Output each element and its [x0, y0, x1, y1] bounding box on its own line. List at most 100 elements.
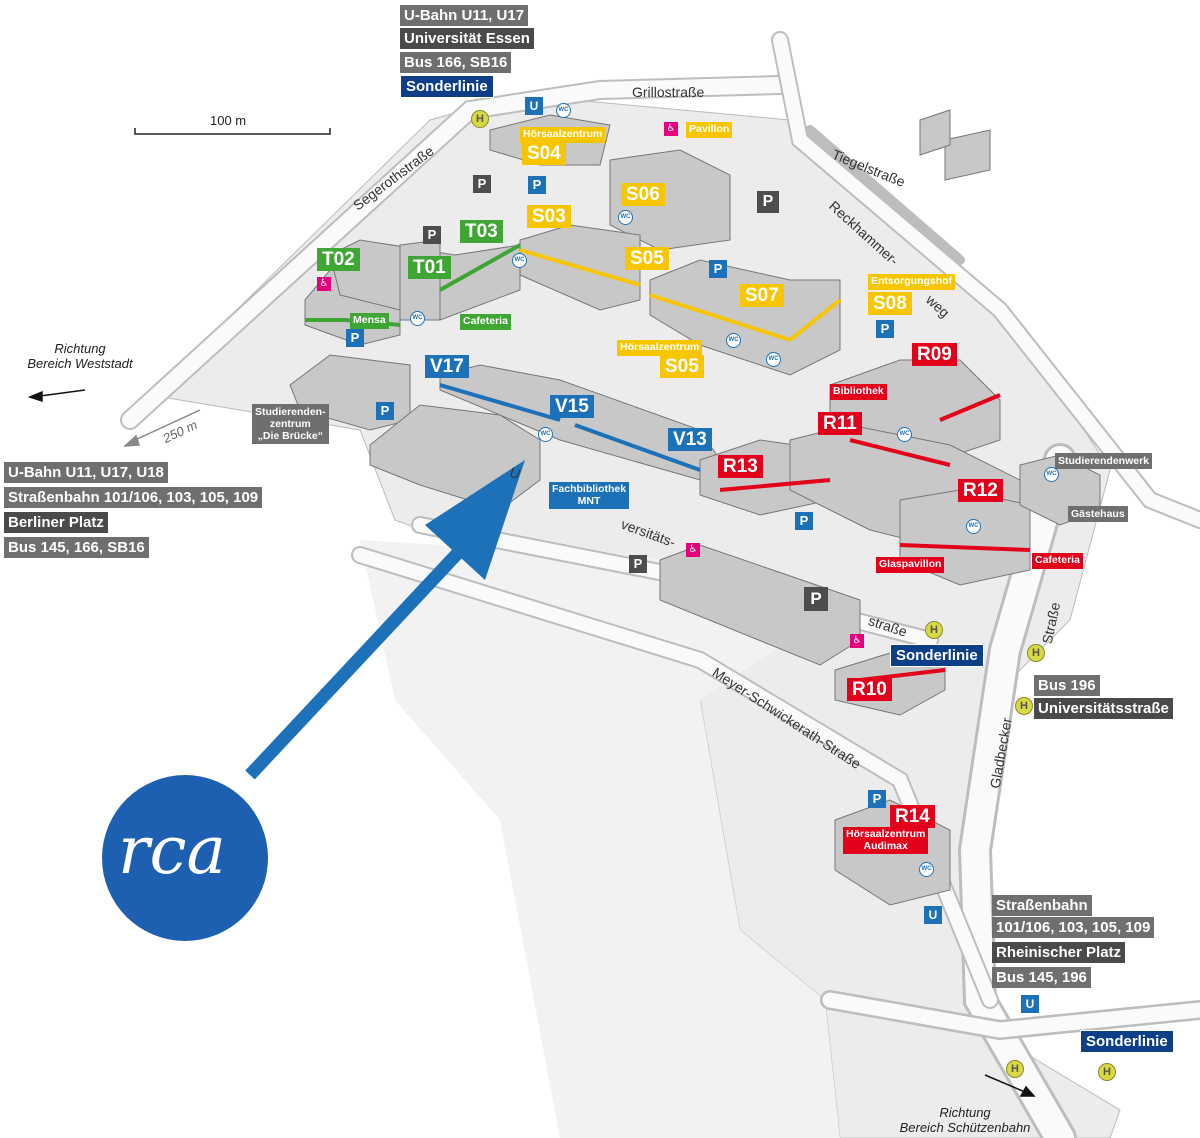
transit-br-sonderlinie: Sonderlinie: [1080, 1030, 1174, 1053]
wc-icon: WC: [556, 103, 571, 118]
transit-br-station: Rheinischer Platz: [992, 942, 1126, 963]
direction-schuetzenbahn-line2: Bereich Schützenbahn: [899, 1119, 1031, 1135]
transit-midright-sonderlinie: Sonderlinie: [890, 644, 984, 667]
label-mensa: Mensa: [350, 313, 389, 329]
accessible-wc-icon: ♿: [664, 122, 678, 136]
bus-stop-icon: H: [471, 110, 489, 128]
accessible-parking-icon: P: [376, 402, 394, 420]
accessible-wc-icon: ♿: [686, 543, 700, 557]
transit-br-tram-2: 101/106, 103, 105, 109: [992, 917, 1155, 938]
accessible-parking-icon: P: [876, 320, 894, 338]
accessible-wc-icon: ♿: [317, 277, 331, 291]
rca-logo-text: rca: [118, 812, 226, 889]
label-bibliothek: Bibliothek: [830, 384, 887, 400]
accessible-parking-icon: P: [868, 790, 886, 808]
accessible-parking-icon: P: [346, 329, 364, 347]
wc-icon: WC: [512, 253, 527, 268]
ubahn-icon: U: [1021, 995, 1039, 1013]
transit-midright-station: Universitätsstraße: [1034, 698, 1173, 719]
direction-schuetzenbahn: Richtung Bereich Schützenbahn: [870, 1105, 1060, 1136]
bus-stop-icon: H: [1006, 1060, 1024, 1078]
wc-icon: WC: [966, 519, 981, 534]
building-r10: R10: [847, 678, 892, 701]
building-s06: S06: [621, 183, 665, 206]
direction-schuetzenbahn-line1: Richtung: [939, 1105, 991, 1120]
building-s08: S08: [868, 292, 912, 315]
building-r09: R09: [912, 343, 957, 366]
location-arrow: [245, 460, 525, 780]
label-hoersaalzentrum-s05: Hörsaalzentrum: [617, 340, 703, 356]
label-die-bruecke-line2: zentrum: [269, 418, 311, 431]
wc-icon: WC: [919, 862, 934, 877]
bus-stop-icon: H: [1027, 644, 1045, 662]
building-s03: S03: [527, 205, 571, 228]
transit-left-station: Berliner Platz: [4, 512, 108, 533]
label-cafeteria-t: Cafeteria: [460, 314, 511, 330]
building-s04: S04: [522, 142, 566, 165]
wc-icon: WC: [618, 210, 633, 225]
transit-left-ubahn: U-Bahn U11, U17, U18: [4, 462, 168, 483]
label-entsorgungshof: Entsorgungshof: [868, 274, 956, 290]
lower-area: [360, 540, 840, 1138]
building-r11: R11: [818, 412, 862, 435]
rca-logo: [102, 775, 268, 941]
ubahn-icon: U: [924, 906, 942, 924]
transit-top-sonderlinie: Sonderlinie: [400, 75, 494, 98]
building-s07: S07: [740, 284, 784, 307]
wc-icon: WC: [897, 427, 912, 442]
label-fachbibliothek-line2: MNT: [577, 494, 601, 507]
direction-weststadt-line1: Richtung: [54, 341, 106, 356]
building-t02: T02: [317, 248, 360, 271]
bus-stop-icon: H: [925, 621, 943, 639]
transit-br-bus: Bus 145, 196: [992, 967, 1091, 988]
parking-icon: P: [423, 226, 441, 244]
parking-icon: P: [629, 555, 647, 573]
building-s05-bottom: S05: [660, 355, 704, 378]
label-die-bruecke-line1: Studierenden-: [255, 406, 326, 418]
building-r12: R12: [958, 479, 1003, 502]
label-fachbibliothek-line1: Fachbibliothek: [552, 483, 627, 495]
transit-left-bus: Bus 145, 166, SB16: [4, 537, 149, 558]
building-t01: T01: [408, 256, 451, 279]
label-audimax-line1: Hörsaalzentrum: [846, 828, 926, 840]
label-audimax: Hörsaalzentrum Audimax: [843, 827, 929, 855]
wc-icon: WC: [726, 333, 741, 348]
label-cafeteria-r: Cafeteria: [1032, 553, 1083, 569]
building-r13: R13: [718, 455, 763, 478]
accessible-parking-icon: P: [528, 176, 546, 194]
label-hoersaalzentrum-s04: Hörsaalzentrum: [520, 127, 606, 143]
label-studierendenwerk: Studierendenwerk: [1055, 453, 1153, 470]
transit-top-ubahn: U-Bahn U11, U17: [400, 5, 529, 26]
direction-weststadt-line2: Bereich Weststadt: [27, 355, 133, 371]
bus-stop-icon: H: [1015, 697, 1033, 715]
direction-arrows: [27, 389, 1036, 1097]
building-v15: V15: [550, 395, 594, 418]
wc-icon: WC: [538, 427, 553, 442]
label-glaspavillon: Glaspavillon: [876, 557, 945, 573]
wc-icon: WC: [766, 352, 781, 367]
building-s05-top: S05: [625, 247, 669, 270]
ubahn-icon: U: [525, 97, 543, 115]
scale-bar: [134, 128, 331, 135]
scale-label: 100 m: [210, 113, 247, 128]
accessible-wc-icon: ♿: [850, 634, 864, 648]
building-v17: V17: [425, 355, 469, 378]
transit-top-bus: Bus 166, SB16: [400, 52, 512, 73]
accessible-parking-icon: P: [795, 512, 813, 530]
wc-icon: WC: [410, 311, 425, 326]
label-audimax-line2: Audimax: [863, 839, 908, 852]
building-r14: R14: [890, 805, 935, 828]
parking-icon: P: [757, 191, 779, 213]
transit-br-tram-1: Straßenbahn: [992, 895, 1092, 916]
label-die-bruecke-line3: „Die Brücke“: [257, 430, 323, 443]
building-v13: V13: [668, 428, 712, 451]
street-grillo: Grillostraße: [632, 84, 705, 100]
label-fachbibliothek: Fachbibliothek MNT: [549, 482, 630, 510]
label-gaestehaus: Gästehaus: [1068, 506, 1128, 523]
label-pavillon: Pavillon: [686, 122, 733, 138]
accessible-parking-icon: P: [709, 260, 727, 278]
parking-icon: P: [804, 587, 828, 611]
transit-top-station: Universität Essen: [400, 28, 534, 49]
label-die-bruecke: Studierenden- zentrum „Die Brücke“: [252, 404, 329, 445]
